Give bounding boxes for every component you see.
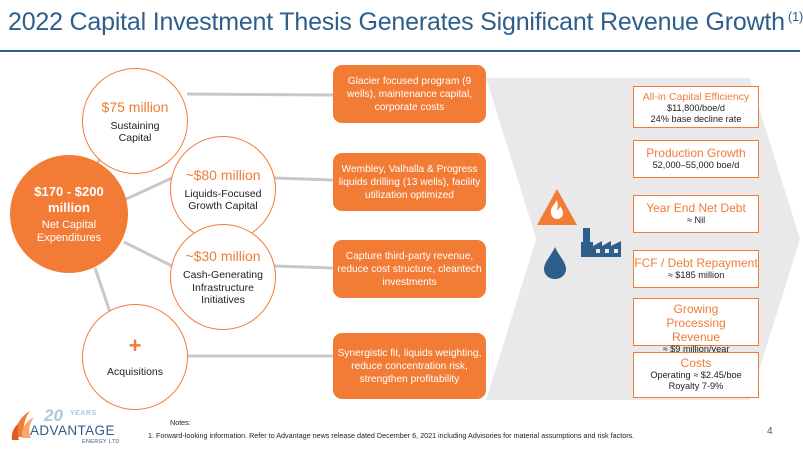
page-title: 2022 Capital Investment Thesis Generates… [8,8,803,37]
link-line-2 [273,176,334,182]
outcome-header: Costs [680,356,712,370]
outcome-header: All-in Capital Efficiency [642,91,750,103]
title-text: 2022 Capital Investment Thesis Generates… [8,8,785,36]
spoke-amount: $75 million [101,98,169,115]
net-capex-core: $170 - $200 million Net Capital Expendit… [10,155,128,273]
outcome-production-growth: Production Growth 52,000–55,000 boe/d [633,140,759,178]
core-label: Net Capital Expenditures [36,218,102,244]
spoke-line-2 [123,176,173,202]
program-box-infrastructure: Capture third-party revenue, reduce cost… [333,240,486,298]
spoke-label: Acquisitions [106,365,164,378]
outcome-line: ≈ Nil [686,215,706,225]
outcome-costs: Costs Operating ≈ $2.45/boe Royalty 7-9% [633,352,759,398]
outcome-fcf-debt-repayment: FCF / Debt Repayment ≈ $185 million [633,250,759,288]
spoke-sustaining: $75 million Sustaining Capital [82,68,188,174]
outcome-line: ≈ $9 million/year [662,344,730,354]
title-rule [0,50,800,52]
link-line-1 [186,92,334,97]
notes-heading: Notes: [170,418,191,427]
logo-years-number: 20 [44,406,63,425]
title-footnote-ref: (1) [787,8,803,24]
program-box-liquids: Wembley, Valhalla & Progress liquids dri… [333,153,486,211]
logo-subtext: ENERGY LTD [82,439,120,445]
program-box-glacier: Glacier focused program (9 wells), maint… [333,65,486,123]
spoke-label: Sustaining Capital [110,119,160,145]
logo-years-text: YEARS [70,410,97,417]
program-box-acquisitions: Synergistic fit, liquids weighting, redu… [333,333,486,399]
outcome-line: 52,000–55,000 boe/d [652,160,740,170]
outcome-line: ≈ $185 million [667,270,725,280]
outcome-header: Year End Net Debt [646,201,746,215]
spoke-infrastructure: ~$30 million Cash-Generating Infrastruct… [170,224,276,330]
plus-icon: + [128,332,142,358]
outcome-line: Royalty 7-9% [668,381,724,391]
outcome-net-debt: Year End Net Debt ≈ Nil [633,195,759,233]
outcome-line: Operating ≈ $2.45/boe [650,370,742,380]
logo-wordmark: ADVANTAGE [30,423,115,438]
spoke-liquids-growth: ~$80 million Liquids-Focused Growth Capi… [170,136,276,242]
spoke-amount: ~$80 million [185,166,261,183]
spoke-line-3 [123,240,173,268]
core-amount: $170 - $200 million [34,183,104,215]
outcomes-chevron [486,78,800,400]
spoke-label: Cash-Generating Infrastructure Initiativ… [183,269,263,307]
link-line-3 [273,264,334,270]
outcome-line: 24% base decline rate [650,114,742,124]
advantage-logo [11,411,34,440]
outcome-header: Production Growth [646,146,746,160]
outcome-line: $11,800/boe/d [666,103,726,113]
spoke-line-4 [93,267,112,313]
outcome-header: Growing Processing Revenue [666,302,726,344]
notes-text: 1. Forward-looking information. Refer to… [148,431,635,440]
outcome-processing-revenue: Growing Processing Revenue ≈ $9 million/… [633,298,759,354]
factory-icon [581,228,621,257]
spoke-label: Liquids-Focused Growth Capital [184,187,262,213]
page-number: 4 [767,426,773,437]
flame-icon [537,189,577,225]
spoke-acquisitions: + Acquisitions [82,304,188,410]
oil-drop-icon [544,247,566,279]
outcome-header: FCF / Debt Repayment [634,256,758,270]
spoke-amount: ~$30 million [185,248,261,265]
outcome-capital-efficiency: All-in Capital Efficiency $11,800/boe/d … [633,86,759,128]
